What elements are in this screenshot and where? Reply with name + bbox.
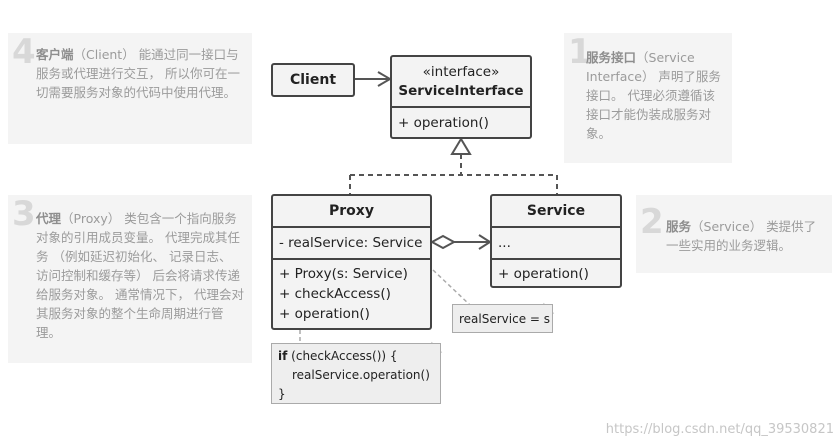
method-constructor: + Proxy(s: Service) (279, 266, 408, 282)
code-line-1: if (checkAccess()) { (278, 347, 440, 366)
service-interface-name: ServiceInterface (398, 83, 524, 99)
proxy-methods: + Proxy(s: Service) + checkAccess() + op… (273, 260, 430, 324)
note-number: 4 (12, 32, 36, 72)
proxy-name: Proxy (273, 196, 430, 228)
note-text: 服务（Service） 类提供了一些实用的业务逻辑。 (666, 217, 826, 255)
realization-triangle (450, 137, 472, 155)
method-check-access: + checkAccess() (279, 286, 391, 302)
client-label: Client (289, 72, 337, 88)
field-real-service: - realService: Service (279, 235, 423, 251)
field-ellipsis: ... (498, 235, 511, 251)
note-client: 4 客户端（Client） 能通过同一接口与服务或代理进行交互， 所以你可在一切… (8, 33, 252, 144)
interface-stereotype: «interface» (422, 64, 500, 80)
code-line-3: } (278, 387, 286, 401)
method-operation: + operation() (398, 115, 489, 131)
method-operation: + operation() (498, 266, 589, 282)
assign-code-text: realService = s (459, 312, 551, 326)
assign-note-connector (432, 269, 471, 306)
proxy-fields: - realService: Service (273, 228, 430, 260)
service-interface-class[interactable]: «interface» ServiceInterface + operation… (390, 55, 532, 139)
note-body: （Proxy） 类包含一个指向服务对象的引用成员变量。 代理完成其任务 （例如延… (36, 211, 244, 340)
service-interface-header: «interface» ServiceInterface (392, 57, 530, 108)
proxy-class[interactable]: Proxy - realService: Service + Proxy(s: … (271, 194, 432, 330)
watermark-url: https://blog.csdn.net/qq_39530821 (605, 422, 834, 437)
assign-code-note: realService = s (452, 304, 553, 333)
service-methods: + operation() (492, 260, 620, 284)
aggregation-diamond (429, 234, 457, 250)
note-body: （Service Interface） 声明了服务接口。 代理必须遵循该接口才能… (586, 50, 721, 141)
operation-code-note: if (checkAccess()) { realService.operati… (271, 343, 441, 404)
service-name: Service (492, 196, 620, 228)
note-service: 2 服务（Service） 类提供了一些实用的业务逻辑。 (636, 195, 832, 273)
note-title: 服务接口 (586, 50, 637, 65)
service-fields: ... (492, 228, 620, 260)
code-line-2: realService.operation() (292, 368, 430, 382)
note-proxy: 3 代理（Proxy） 类包含一个指向服务对象的引用成员变量。 代理完成其任务 … (8, 195, 252, 363)
client-class[interactable]: Client (271, 63, 355, 97)
note-service-interface: 1 服务接口（Service Interface） 声明了服务接口。 代理必须遵… (564, 33, 732, 163)
note-title: 客户端 (36, 47, 74, 62)
code-condition: (checkAccess()) { (287, 349, 398, 363)
note-number: 2 (640, 202, 664, 242)
note-body: （Client） 能通过同一接口与服务或代理进行交互， 所以你可在一切需要服务对… (36, 47, 240, 100)
note-body: （Service） 类提供了一些实用的业务逻辑。 (666, 219, 817, 253)
note-text: 客户端（Client） 能通过同一接口与服务或代理进行交互， 所以你可在一切需要… (36, 45, 244, 102)
note-number: 1 (568, 32, 592, 72)
note-text: 代理（Proxy） 类包含一个指向服务对象的引用成员变量。 代理完成其任务 （例… (36, 209, 246, 342)
note-number: 3 (12, 194, 36, 234)
service-interface-methods: + operation() (392, 108, 530, 133)
method-operation: + operation() (279, 306, 370, 322)
note-title: 代理 (36, 211, 62, 226)
note-title: 服务 (666, 219, 692, 234)
service-class[interactable]: Service ... + operation() (490, 194, 622, 288)
note-text: 服务接口（Service Interface） 声明了服务接口。 代理必须遵循该… (586, 48, 726, 143)
code-keyword-if: if (278, 349, 288, 363)
